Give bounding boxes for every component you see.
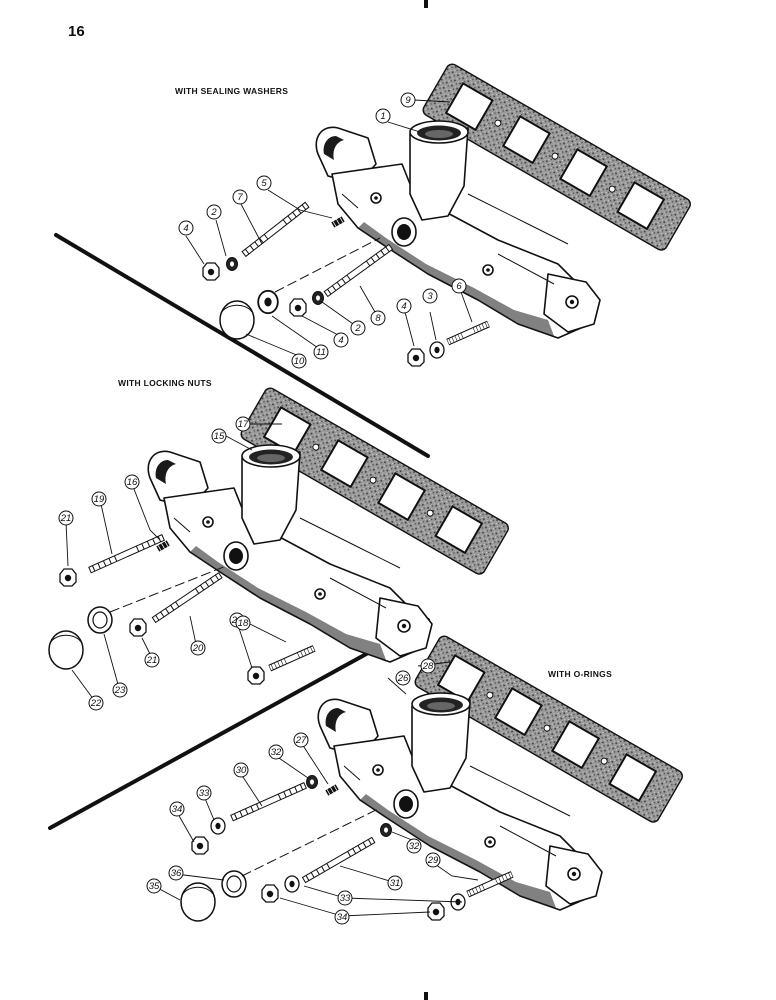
section-divider-upper	[54, 233, 430, 458]
callout-21-upper: 21	[60, 513, 72, 524]
callout-33-upper: 33	[199, 788, 210, 799]
nut-4-upper	[202, 262, 220, 281]
stud-6	[446, 320, 490, 346]
callout-34-lower: 34	[337, 912, 348, 923]
callout-32-lower: 32	[409, 841, 420, 852]
callout-28: 28	[422, 661, 434, 672]
ring-23	[87, 606, 113, 634]
section-o-rings	[180, 633, 686, 922]
section-label-locking-nuts: WITH LOCKING NUTS	[118, 378, 212, 388]
nut-4-lower	[407, 348, 425, 367]
lockwasher-32-upper	[306, 775, 318, 789]
callout-4-lower: 4	[401, 301, 406, 312]
lockwasher-32-lower	[380, 823, 392, 837]
assembly-line-2	[109, 565, 227, 613]
stud-8	[323, 244, 393, 297]
top-register-mark	[424, 0, 428, 8]
assembly-line-1	[274, 237, 381, 293]
callout-27: 27	[295, 735, 307, 746]
callout-8: 8	[375, 313, 381, 324]
callout-9: 9	[405, 95, 411, 106]
washer-11	[257, 289, 279, 315]
section-divider-lower	[48, 618, 430, 830]
assembly-line-3	[241, 807, 381, 877]
page-number: 16	[68, 23, 85, 40]
section-sealing-washers	[202, 61, 694, 367]
setscrew-5	[330, 216, 346, 228]
callout-36: 36	[171, 868, 182, 879]
callout-11: 11	[316, 347, 326, 358]
ring-36	[221, 870, 247, 898]
callout-26: 26	[397, 673, 409, 684]
nut-21-right	[247, 666, 265, 685]
cap-35	[180, 882, 216, 922]
callout-4-upper: 4	[183, 223, 188, 234]
section-label-sealing-washers: WITH SEALING WASHERS	[175, 86, 288, 96]
callout-23: 23	[114, 685, 126, 696]
section-locking-nuts	[48, 385, 512, 685]
nut-34-middle	[261, 884, 279, 903]
callout-4-middle: 4	[338, 335, 343, 346]
washer-33-upper	[210, 817, 226, 835]
callout-20: 20	[192, 643, 204, 654]
callout-34-upper: 34	[172, 804, 183, 815]
nut-34-lower	[427, 902, 445, 921]
nut-21-middle	[129, 618, 147, 637]
callout-17: 17	[238, 419, 249, 430]
callout-2-upper: 2	[210, 207, 217, 218]
callout-15: 15	[214, 431, 225, 442]
nut-4-middle	[289, 298, 307, 317]
stud-20	[151, 572, 223, 623]
section-label-o-rings: WITH O-RINGS	[548, 669, 612, 679]
callout-10: 10	[294, 356, 305, 367]
callout-21-middle: 21	[146, 655, 158, 666]
callout-1: 1	[380, 111, 385, 122]
leader-lines	[65, 99, 479, 917]
bottom-register-mark	[424, 992, 428, 1000]
callout-7: 7	[237, 192, 243, 203]
callout-6: 6	[456, 281, 462, 292]
washer-33-middle	[284, 875, 300, 893]
callout-5: 5	[261, 178, 267, 189]
lockwasher-2-middle	[312, 291, 324, 305]
callout-31: 31	[390, 878, 401, 889]
callout-29: 29	[427, 855, 439, 866]
washer-3	[429, 341, 445, 359]
stud-30	[230, 782, 307, 822]
cap-22	[48, 630, 84, 670]
callout-16: 16	[127, 477, 138, 488]
setscrew-27	[324, 784, 340, 796]
callout-3: 3	[427, 291, 433, 302]
callout-19: 19	[94, 494, 105, 505]
stud-19	[88, 534, 165, 574]
callout-33-lower: 33	[340, 893, 351, 904]
stud-18	[268, 645, 316, 672]
cap-10	[219, 300, 255, 340]
callout-30: 30	[236, 765, 247, 776]
nut-21-left	[59, 568, 77, 587]
callout-32-upper: 32	[271, 747, 282, 758]
callout-18: 18	[238, 618, 249, 629]
stud-31	[302, 836, 376, 884]
callout-35: 35	[149, 881, 160, 892]
lockwasher-2-upper	[226, 257, 238, 271]
callout-2-middle: 2	[354, 323, 361, 334]
callout-22: 22	[90, 698, 102, 709]
callouts: 9 1 5 7 2 4 8 2 4 11 10 4 3 6 17 15 16 1…	[58, 92, 467, 925]
nut-34-upper	[191, 836, 209, 855]
stud-7	[241, 201, 310, 257]
